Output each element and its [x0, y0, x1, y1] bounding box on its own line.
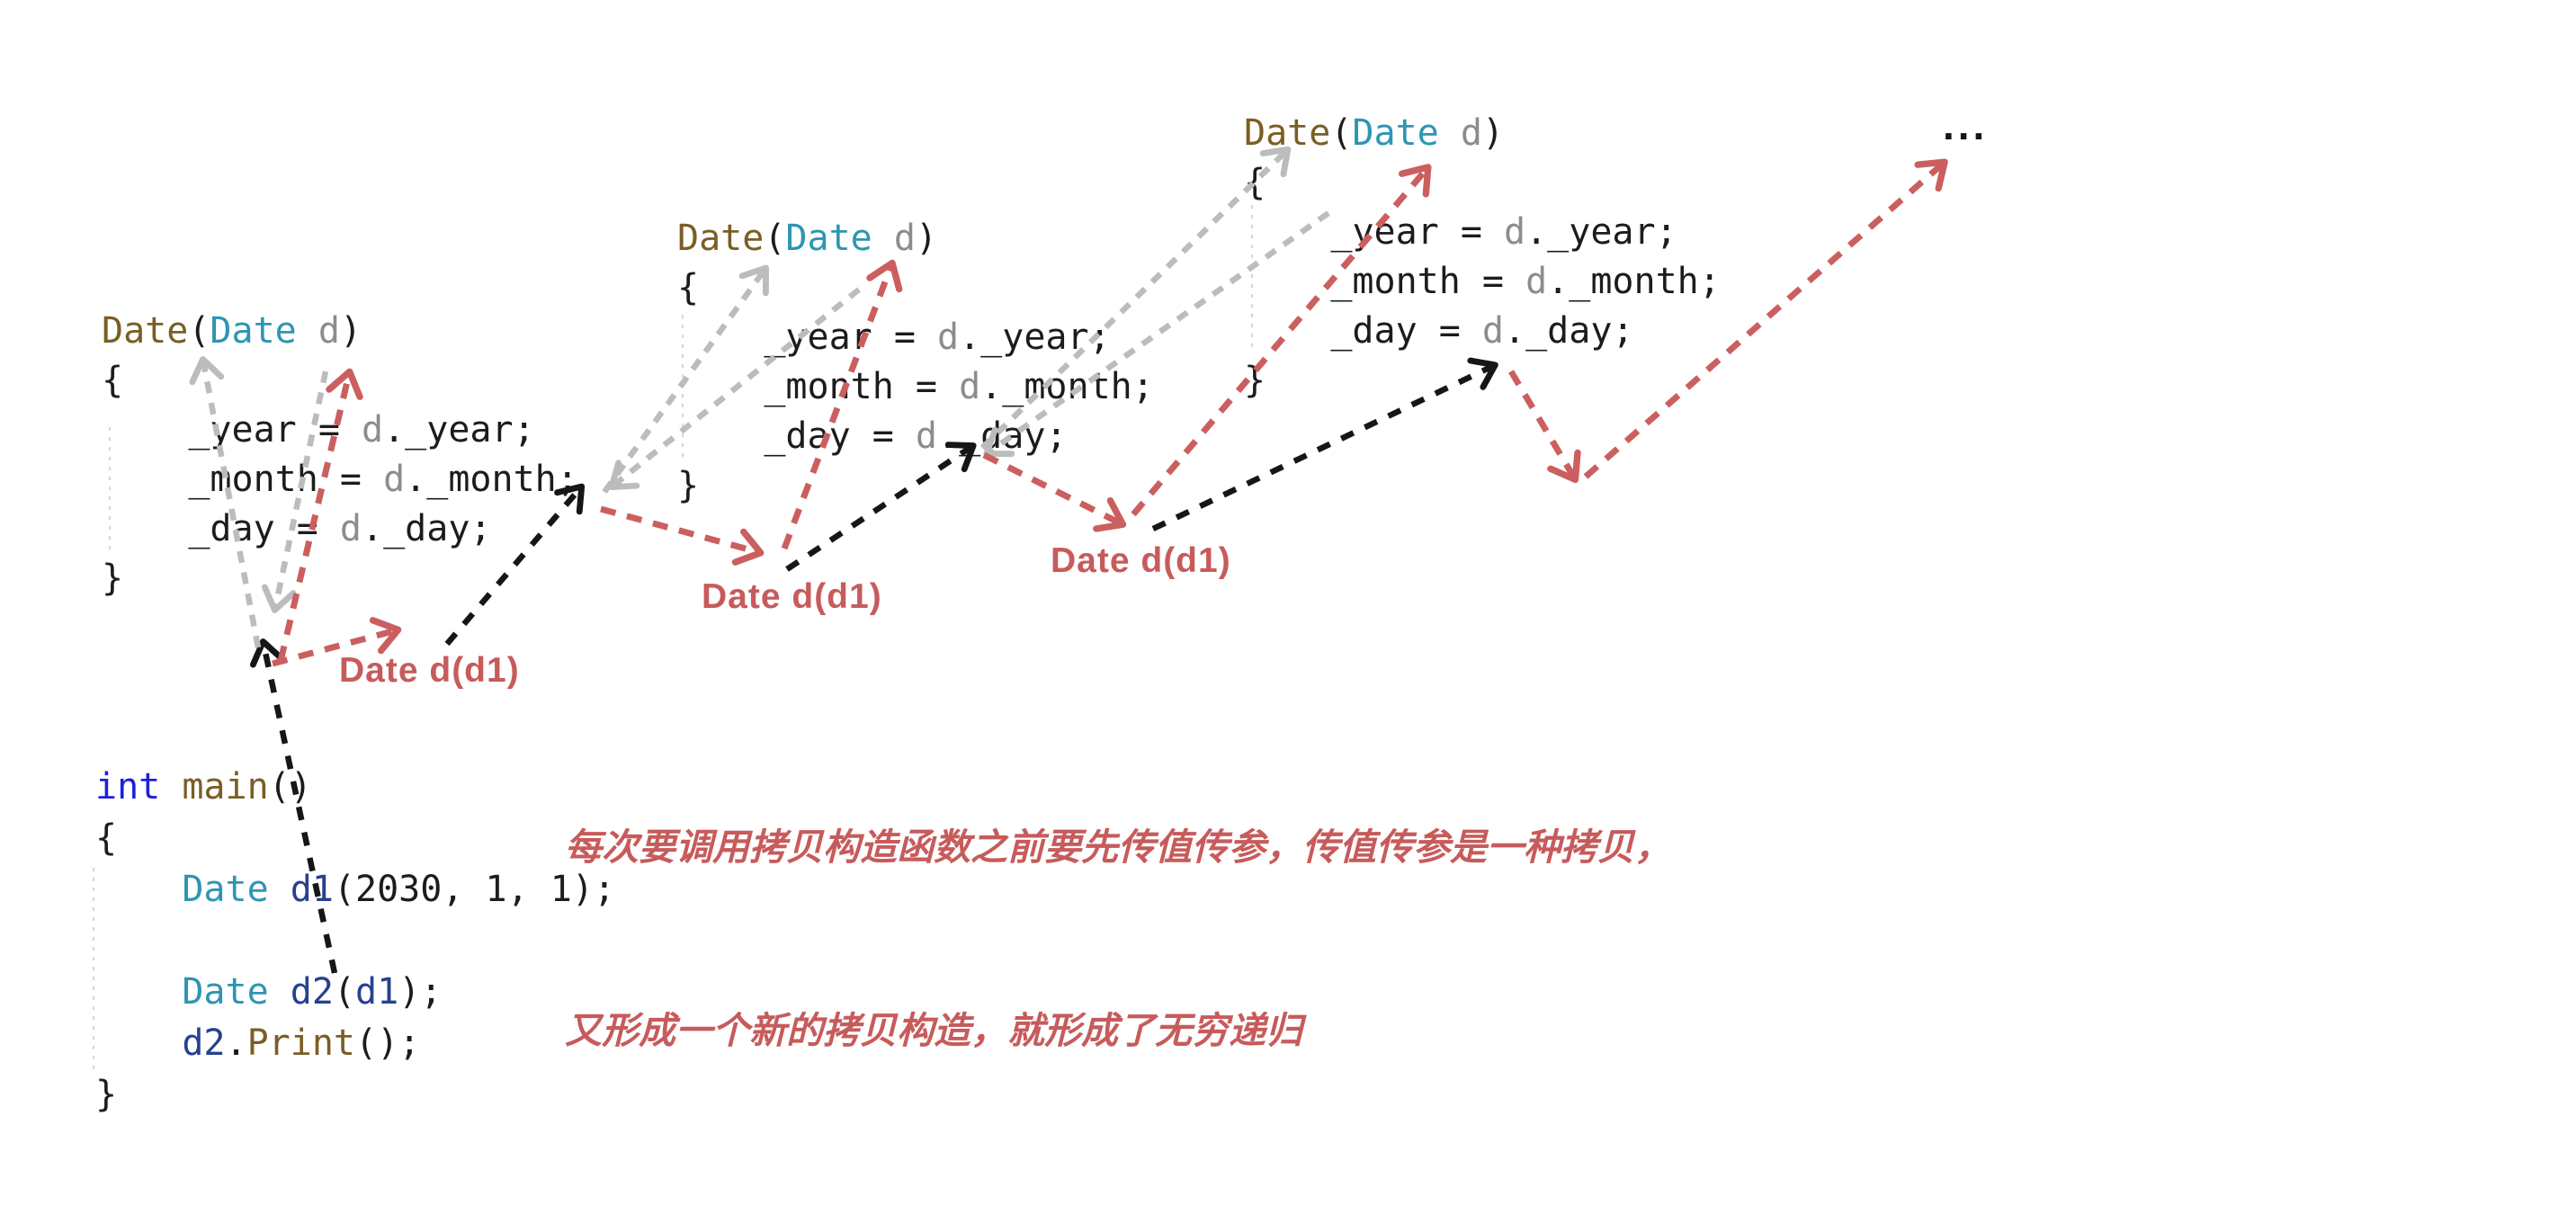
code-line	[95, 915, 615, 967]
annotation-line-2: 又形成一个新的拷贝构造，就形成了无穷递归	[565, 1010, 1302, 1051]
code-line: int main()	[95, 766, 312, 808]
copy-constructor-block-1: Date(Date d) { _year = d._year; _month = …	[102, 307, 578, 603]
code-line: {	[95, 817, 118, 859]
code-line: }	[677, 465, 700, 506]
copy-call-label-3: Date d(d1)	[1051, 541, 1231, 580]
code-line: _day = d._day;	[677, 415, 1068, 457]
code-line: _month = d._month;	[677, 366, 1154, 407]
annotation-text: 每次要调用拷贝构造函数之前要先传值传参，传值传参是一种拷贝， 又形成一个新的拷贝…	[565, 694, 1671, 1183]
code-line: _year = d._year;	[677, 317, 1111, 358]
code-line: {	[1244, 162, 1266, 203]
code-line: Date(Date d)	[102, 310, 362, 352]
code-line: {	[677, 267, 700, 308]
code-line: Date d2(d1);	[182, 971, 443, 1013]
copy-call-label-2: Date d(d1)	[702, 577, 882, 616]
code-line: _day = d._day;	[1244, 310, 1634, 352]
red-v1-left	[600, 505, 765, 566]
code-line: }	[102, 558, 124, 599]
copy-constructor-block-3: Date(Date d) { _year = d._year; _month = …	[1244, 109, 1721, 406]
code-line: {	[102, 360, 124, 401]
annotation-line-1: 每次要调用拷贝构造函数之前要先传值传参，传值传参是一种拷贝，	[565, 826, 1671, 868]
main-function-block: int main() { Date d1(2030, 1, 1); Date d2…	[95, 762, 615, 1120]
code-line: Date(Date d)	[1244, 112, 1505, 154]
code-line: d2.Print();	[182, 1022, 421, 1064]
copy-constructor-block-2: Date(Date d) { _year = d._year; _month = …	[677, 214, 1154, 511]
copy-call-label-1: Date d(d1)	[339, 651, 520, 690]
code-line: Date(Date d)	[677, 218, 938, 259]
code-line: _month = d._month;	[102, 459, 578, 500]
code-line: }	[95, 1074, 118, 1115]
code-line: Date d1(2030, 1, 1);	[182, 869, 615, 910]
code-line: _month = d._month;	[1244, 261, 1721, 302]
code-line: _year = d._year;	[1244, 211, 1677, 253]
recursion-continues-ellipsis: ...	[1943, 102, 1989, 148]
code-line: }	[1244, 360, 1266, 401]
code-line: _day = d._day;	[102, 508, 492, 549]
code-line: _year = d._year;	[102, 409, 535, 451]
